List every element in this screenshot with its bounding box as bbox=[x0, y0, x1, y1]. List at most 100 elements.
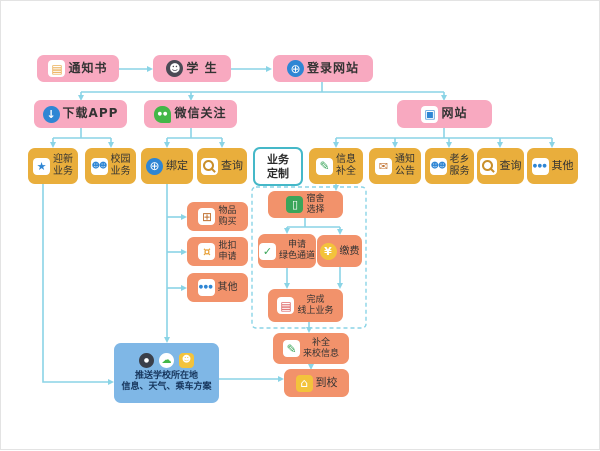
node-label: 微信关注 bbox=[174, 106, 227, 121]
cart-icon bbox=[198, 208, 216, 225]
star-icon bbox=[33, 157, 50, 175]
coins-icon bbox=[198, 243, 216, 260]
node-wechat-other: 其他 bbox=[187, 273, 248, 302]
node-bind: 绑定 bbox=[141, 148, 193, 184]
node-download-app: 下载APP bbox=[34, 100, 127, 128]
label-line: 业务 bbox=[267, 153, 289, 167]
dots-icon bbox=[197, 279, 215, 296]
node-label: 通知 公告 bbox=[395, 154, 415, 178]
label-line: 宿舍 bbox=[306, 193, 325, 204]
node-label: 申请 绿色通道 bbox=[279, 240, 315, 262]
node-pay-fee: 缴费 bbox=[317, 235, 362, 267]
label-line: 服务 bbox=[449, 166, 470, 177]
node-welcome-business: 迎新 业务 bbox=[28, 148, 78, 184]
node-website-query: 查询 bbox=[477, 148, 524, 184]
node-green-channel: 申请 绿色通道 bbox=[258, 234, 316, 268]
label-line: 批扣 bbox=[218, 240, 237, 251]
node-label: 批扣 申请 bbox=[218, 241, 236, 263]
node-label: 完成 线上业务 bbox=[297, 295, 333, 317]
label-line: 老乡 bbox=[449, 154, 470, 165]
node-campus-business: 校园 业务 bbox=[85, 148, 136, 184]
student-icon bbox=[166, 60, 184, 77]
node-label: 信息 补全 bbox=[336, 154, 356, 178]
label-line: 申请 bbox=[218, 251, 237, 262]
node-label: 校园 业务 bbox=[111, 154, 131, 178]
node-website-other: 其他 bbox=[527, 148, 578, 184]
node-website: 网站 bbox=[397, 100, 492, 128]
people-icon bbox=[429, 157, 447, 175]
chat-green-icon bbox=[159, 353, 174, 369]
node-wechat-follow: 微信关注 bbox=[144, 100, 237, 128]
label-line: 定制 bbox=[267, 166, 289, 180]
node-label: 查询 bbox=[221, 158, 243, 172]
people-icon bbox=[90, 157, 108, 175]
node-label: 宿舍 选择 bbox=[306, 194, 324, 216]
node-label: 学 生 bbox=[186, 60, 218, 75]
school-icon bbox=[295, 374, 313, 392]
cards-icon bbox=[277, 297, 295, 314]
node-hometown-service: 老乡 服务 bbox=[425, 148, 474, 184]
node-push-local-info: 推送学校所在地 信息、天气、乘车方案 bbox=[114, 343, 219, 403]
wechat-icon bbox=[154, 105, 172, 123]
monitor-icon bbox=[421, 105, 439, 123]
label-line: 业务 bbox=[53, 166, 73, 177]
node-label: 迎新 业务 bbox=[53, 154, 73, 178]
label-line: 购买 bbox=[218, 216, 237, 227]
node-label: 其他 bbox=[551, 158, 574, 172]
label-line: 选择 bbox=[306, 204, 325, 215]
label-line: 校园 bbox=[110, 154, 131, 165]
node-label: 老乡 服务 bbox=[450, 154, 470, 178]
node-label: 业务 定制 bbox=[267, 153, 289, 179]
node-arrival-info-completion: 补全 来校信息 bbox=[273, 333, 349, 364]
node-batch-deduction: 批扣 申请 bbox=[187, 237, 248, 266]
node-notice-announcement: 通知 公告 bbox=[369, 148, 421, 184]
check-icon bbox=[259, 242, 276, 260]
node-label: 其他 bbox=[217, 282, 238, 293]
node-dorm-selection: 宿舍 选择 bbox=[268, 191, 343, 218]
download-icon bbox=[42, 105, 60, 123]
label-line: 业务 bbox=[110, 166, 131, 177]
node-finish-online-business: 完成 线上业务 bbox=[268, 289, 343, 322]
node-info-completion: 信息 补全 bbox=[309, 148, 363, 184]
node-label: 到校 bbox=[315, 375, 338, 389]
node-label: 通知书 bbox=[68, 60, 108, 75]
door-icon bbox=[286, 196, 304, 213]
node-label: 绑定 bbox=[166, 158, 188, 172]
pencil-icon bbox=[316, 157, 333, 175]
node-arrive-school: 到校 bbox=[284, 369, 349, 397]
node-label: 网站 bbox=[441, 106, 468, 121]
node-label: 物品 购买 bbox=[218, 206, 236, 228]
label-line: 信息、天气、乘车方案 bbox=[121, 382, 212, 392]
magnifier-icon bbox=[201, 157, 218, 175]
node-business-customization: 业务 定制 bbox=[253, 147, 303, 186]
label-line: 补全 bbox=[311, 337, 330, 348]
label-line: 信息 bbox=[336, 154, 356, 165]
pencil-icon bbox=[282, 340, 300, 357]
node-notification-letter: 通知书 bbox=[37, 55, 119, 82]
push-info-icons bbox=[139, 353, 194, 369]
node-label: 补全 来校信息 bbox=[303, 338, 339, 360]
node-label: 查询 bbox=[499, 158, 522, 172]
label-line: 公告 bbox=[395, 166, 415, 177]
label-line: 补全 bbox=[336, 166, 356, 177]
globe-icon bbox=[286, 60, 304, 77]
document-icon bbox=[48, 60, 66, 77]
node-label: 下载APP bbox=[62, 106, 119, 121]
online-business-group-frame bbox=[251, 186, 367, 329]
chat-gold-icon bbox=[179, 353, 194, 369]
label-line: 完成 bbox=[306, 294, 325, 305]
label-line: 线上业务 bbox=[297, 305, 334, 316]
node-login-website: 登录网站 bbox=[273, 55, 373, 82]
label-line: 推送学校所在地 bbox=[134, 371, 198, 382]
globe-icon bbox=[146, 157, 163, 175]
node-wechat-query: 查询 bbox=[197, 148, 247, 184]
label-line: 迎新 bbox=[53, 154, 73, 165]
label-line: 申请 bbox=[288, 240, 307, 251]
node-label: 登录网站 bbox=[306, 60, 359, 75]
chat-dark-icon bbox=[139, 353, 154, 369]
label-line: 来校信息 bbox=[302, 348, 339, 359]
label-line: 通知 bbox=[395, 154, 415, 165]
moneybag-icon bbox=[319, 242, 337, 260]
